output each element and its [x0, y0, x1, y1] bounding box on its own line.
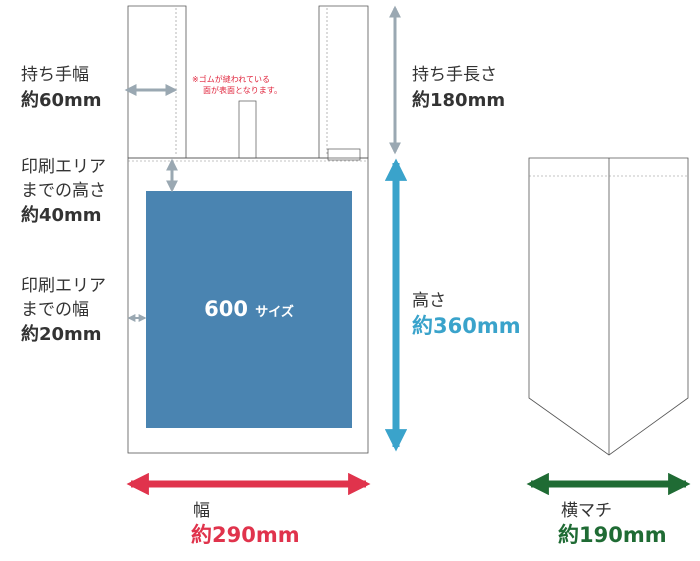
- height-value: 約360mm: [412, 314, 521, 338]
- bag-side-gusset: [528, 157, 689, 456]
- print-size-suffix: サイズ: [255, 305, 294, 320]
- print-top-offset-label-1: 印刷エリア: [21, 157, 106, 177]
- left-handle: [127, 5, 187, 158]
- handle-length-label: 持ち手長さ: [412, 65, 497, 85]
- print-top-offset-value: 約40mm: [21, 205, 102, 226]
- note-line-1: ※ゴムが縫われている: [192, 75, 271, 84]
- tag: [327, 148, 361, 161]
- print-side-offset-value: 約20mm: [21, 324, 102, 345]
- handle-length-value: 約180mm: [412, 90, 506, 111]
- print-size-number: 600: [204, 297, 248, 321]
- gusset-value: 約190mm: [558, 523, 667, 547]
- elastic-piece: [238, 100, 257, 159]
- width-value: 約290mm: [191, 523, 300, 547]
- handle-width-value: 約60mm: [21, 90, 102, 111]
- print-area-title: 600 サイズ: [146, 296, 352, 326]
- print-side-offset-label-1: 印刷エリア: [21, 276, 106, 296]
- right-handle: [318, 5, 369, 158]
- gusset-label: 横マチ: [561, 501, 612, 521]
- width-label: 幅: [193, 501, 210, 521]
- note-line-2: 面が表面となります。: [203, 86, 282, 95]
- print-top-offset-label-2: までの高さ: [21, 181, 106, 201]
- handle-width-label: 持ち手幅: [21, 65, 89, 85]
- height-label: 高さ: [412, 291, 446, 311]
- print-area: [146, 191, 352, 428]
- print-side-offset-label-2: までの幅: [21, 300, 89, 320]
